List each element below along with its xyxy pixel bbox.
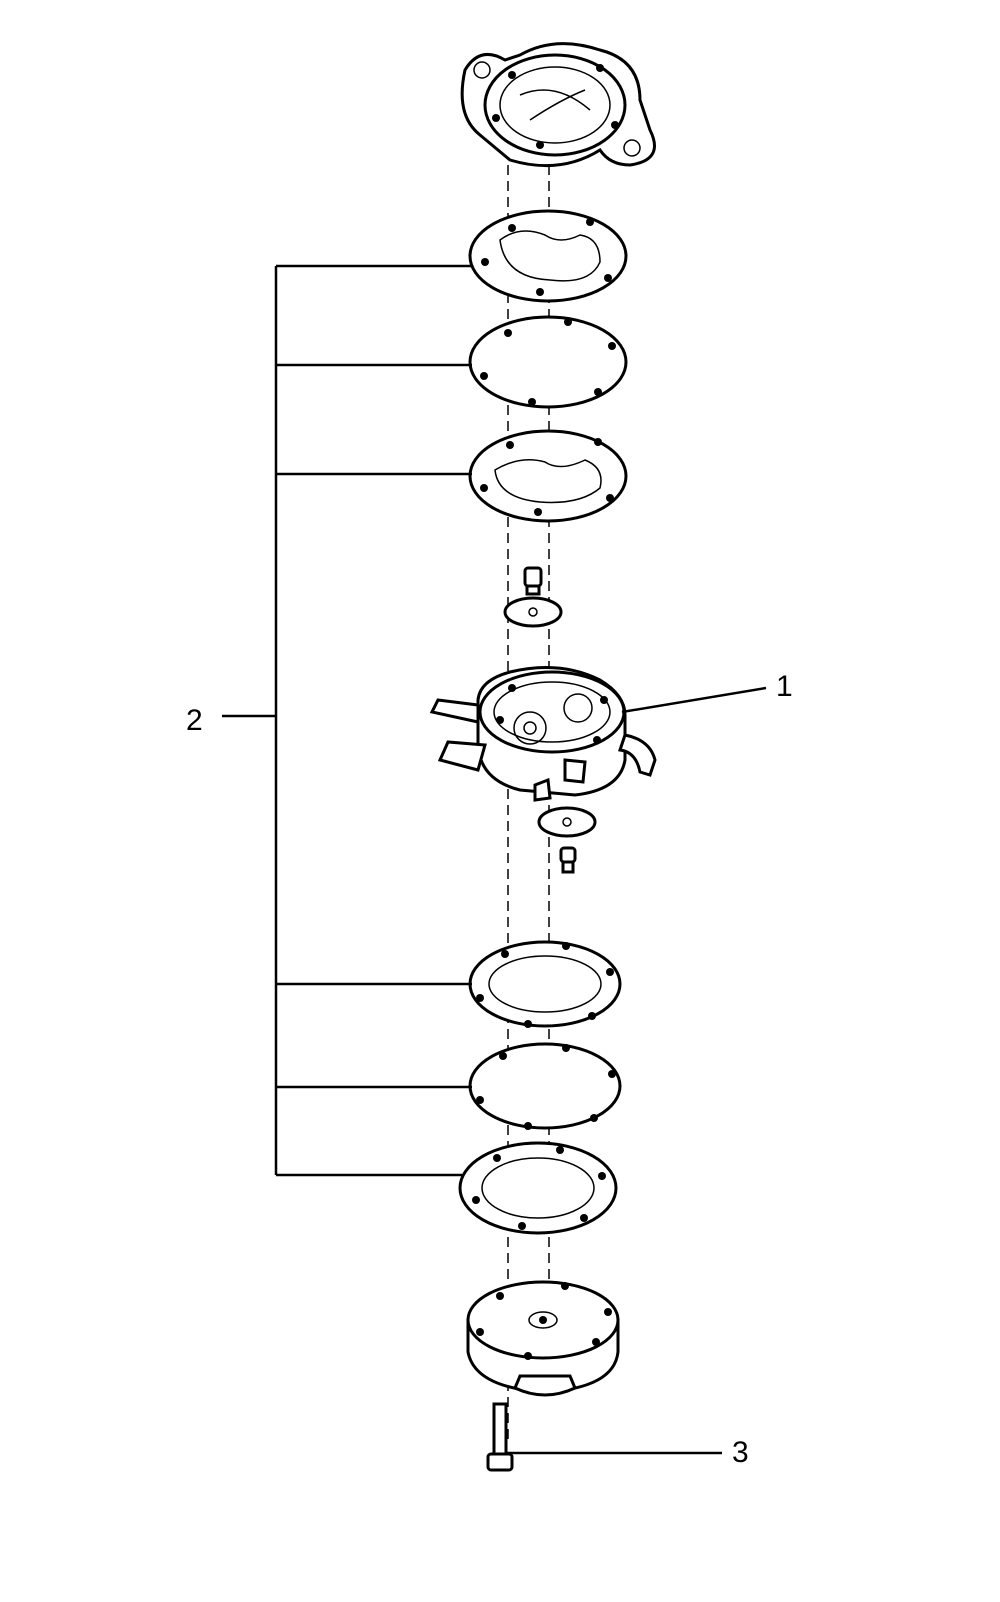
valve-screw-upper — [503, 566, 563, 628]
diaphragm-lower — [468, 1042, 622, 1130]
diaphragm-upper — [468, 315, 628, 409]
gasket-lower-2 — [458, 1141, 618, 1235]
top-cover — [460, 42, 656, 168]
bottom-cover — [466, 1280, 620, 1397]
gasket-upper-2 — [468, 429, 628, 523]
valve-screw-lower — [537, 806, 597, 874]
gasket-lower-1 — [468, 940, 622, 1028]
bolt — [486, 1402, 514, 1472]
callout-label-1: 1 — [776, 670, 793, 703]
callout-label-3: 3 — [732, 1436, 749, 1469]
gasket-upper-1 — [468, 209, 628, 303]
pump-body — [429, 666, 657, 802]
callout-label-2: 2 — [186, 704, 203, 737]
leader-lines — [222, 264, 767, 1455]
